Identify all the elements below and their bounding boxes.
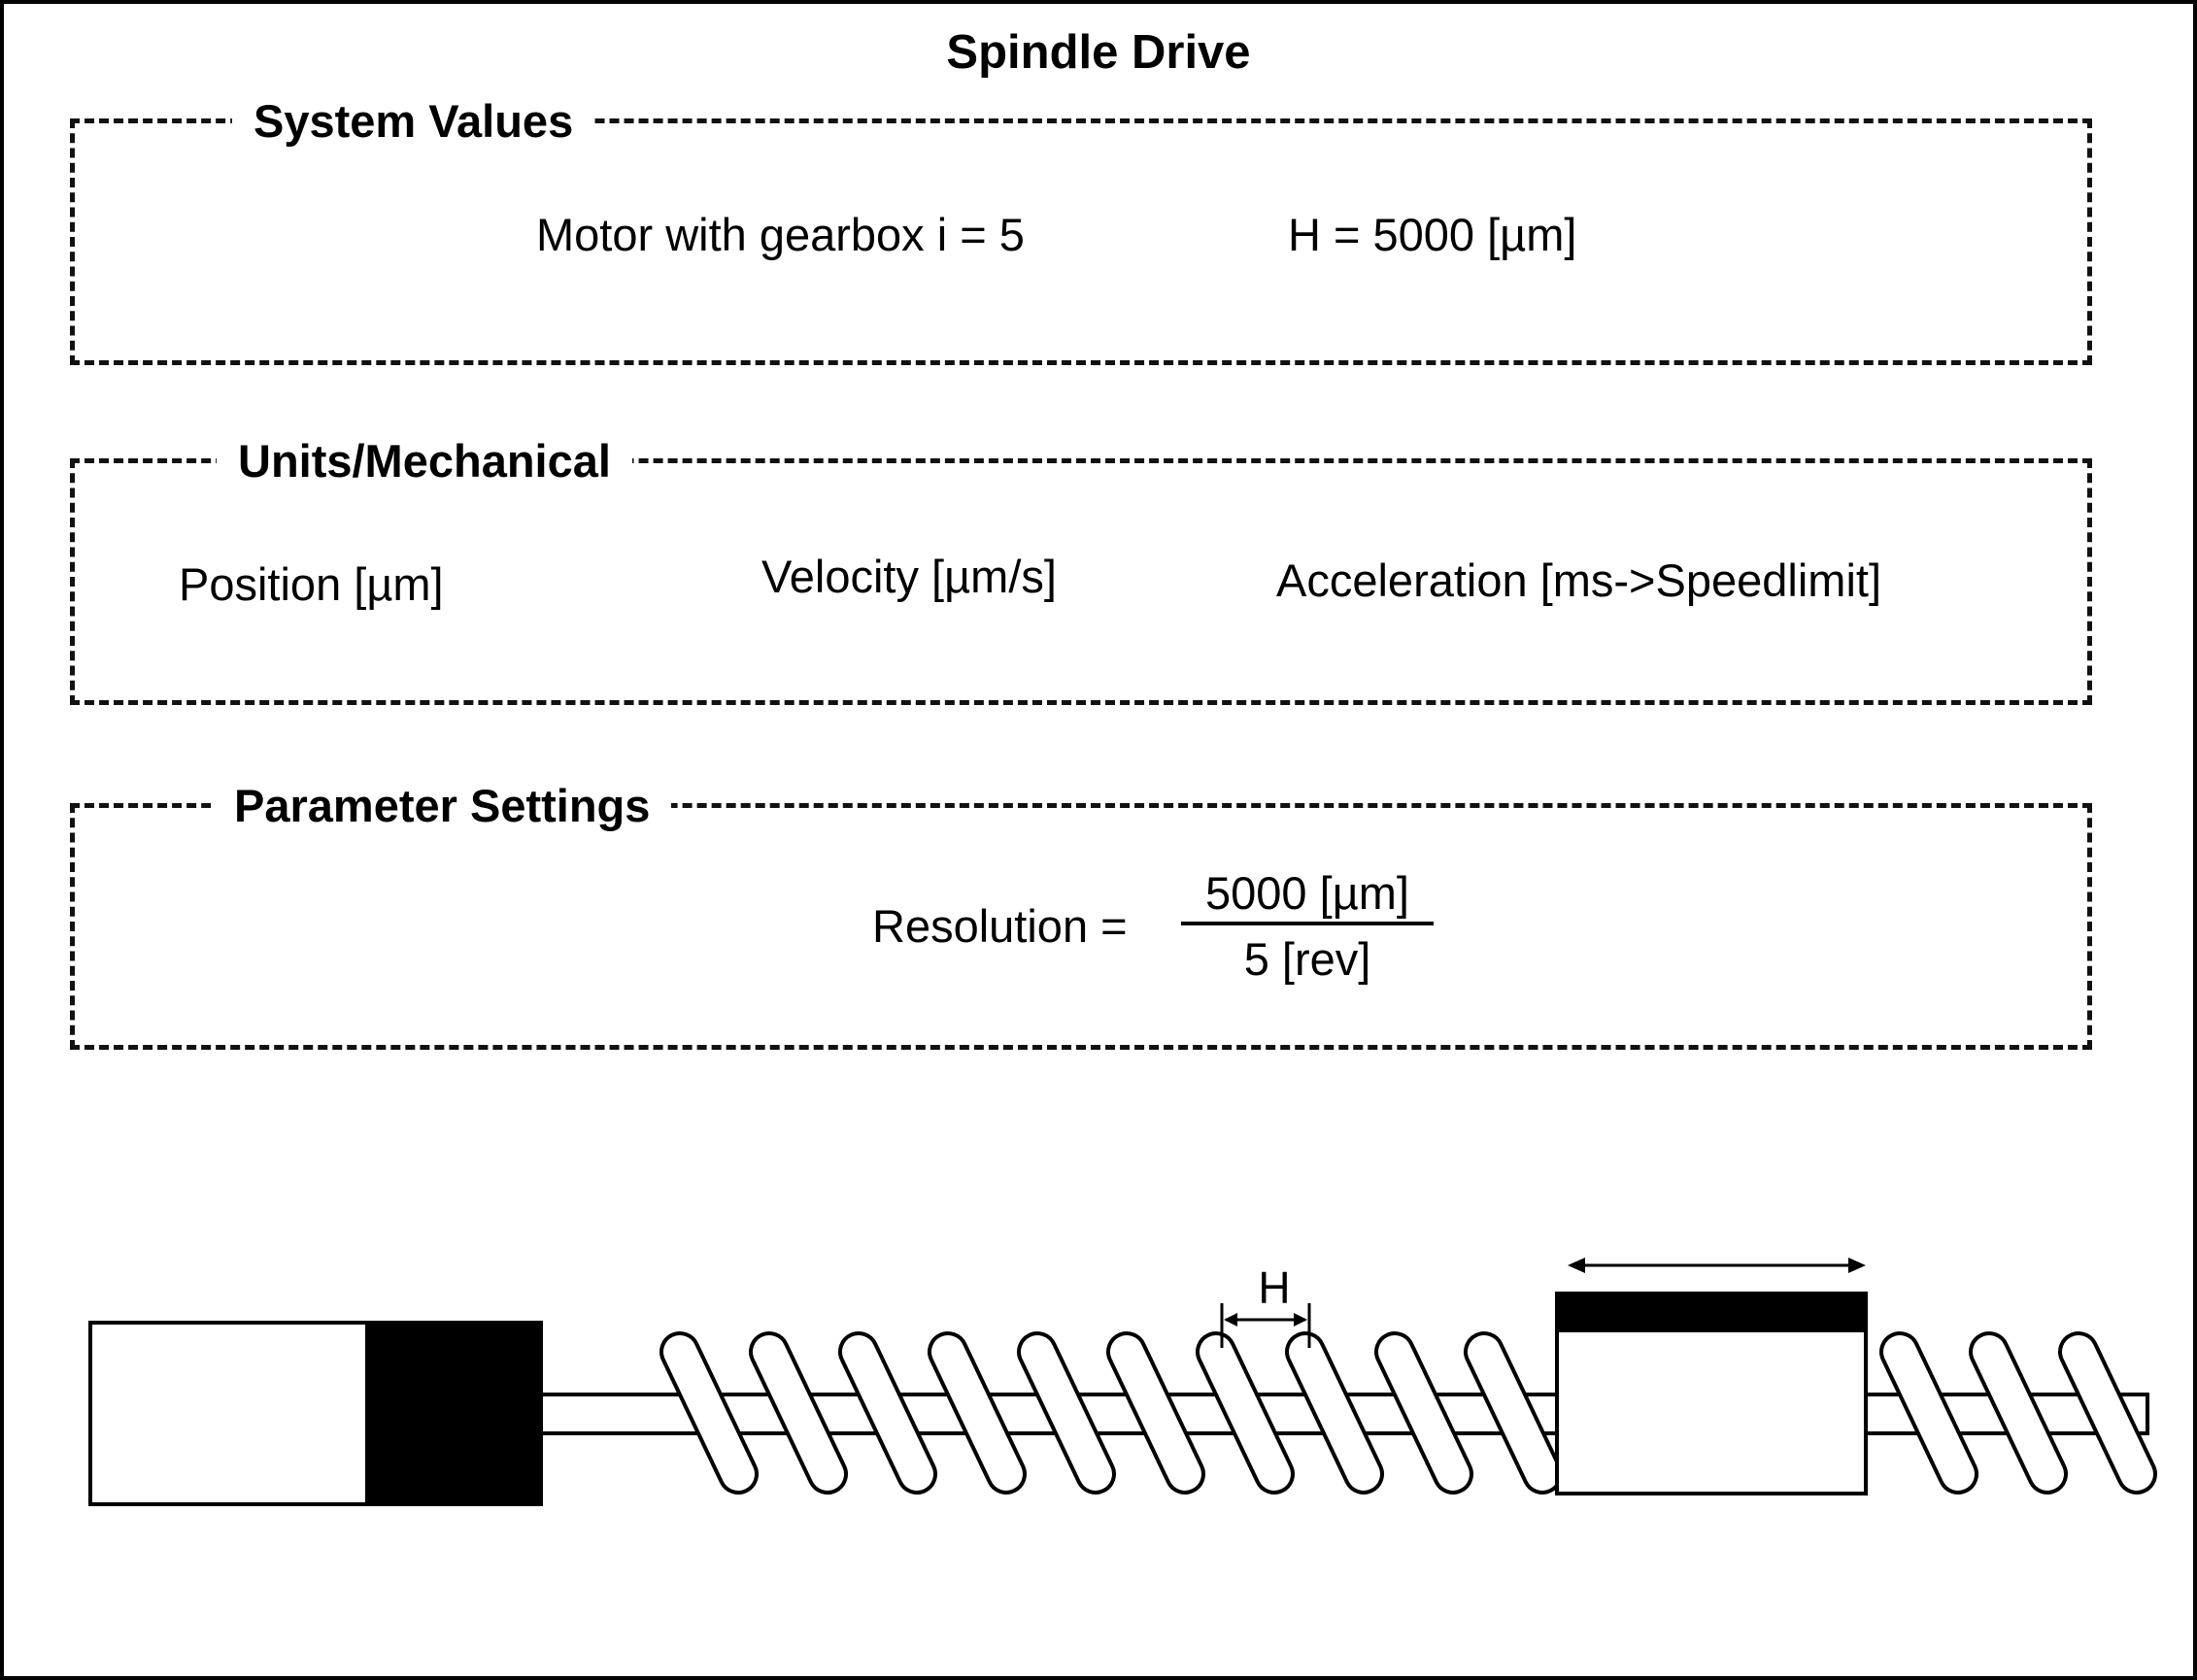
diagram-title: Spindle Drive	[946, 26, 1251, 79]
thread-coil	[2058, 1331, 2157, 1495]
pitch-value-text: H = 5000 [µm]	[1288, 209, 1577, 260]
units-mechanical-group: Units/Mechanical	[70, 434, 2092, 705]
pitch-arrowhead-left	[1224, 1313, 1237, 1327]
resolution-denominator: 5 [rev]	[1243, 933, 1371, 985]
motor-gearbox-text: Motor with gearbox i = 5	[536, 209, 1025, 260]
thread-coil	[928, 1331, 1027, 1495]
position-unit-text: Position [µm]	[179, 558, 444, 610]
thread-coil	[838, 1331, 937, 1495]
parameter-settings-group: Parameter Settings	[70, 779, 2092, 1050]
system-values-heading: System Values	[232, 94, 595, 149]
gearbox-block	[365, 1321, 543, 1506]
pitch-label: H	[1258, 1262, 1290, 1313]
movement-arrowhead-left	[1568, 1258, 1585, 1273]
system-values-group: System Values	[70, 94, 2092, 365]
fraction-bar	[1181, 922, 1434, 925]
motor-body	[88, 1321, 369, 1506]
thread-coil	[659, 1331, 759, 1495]
pitch-arrowhead-right	[1294, 1313, 1307, 1327]
spindle-thread-group	[659, 1331, 2157, 1495]
thread-coil	[1017, 1331, 1116, 1495]
thread-coil	[1374, 1331, 1473, 1495]
thread-coil	[1285, 1331, 1384, 1495]
thread-coil	[749, 1331, 848, 1495]
thread-coil	[1879, 1331, 1978, 1495]
thread-coil	[1196, 1331, 1295, 1495]
velocity-unit-text: Velocity [µm/s]	[761, 551, 1057, 602]
parameter-settings-heading: Parameter Settings	[213, 779, 672, 833]
resolution-label: Resolution =	[872, 900, 1128, 952]
thread-coil	[1969, 1331, 2068, 1495]
resolution-numerator: 5000 [µm]	[1205, 867, 1409, 919]
units-mechanical-heading: Units/Mechanical	[217, 434, 632, 488]
acceleration-unit-text: Acceleration [ms->Speedlimit]	[1276, 554, 1882, 606]
thread-coil	[1106, 1331, 1205, 1495]
movement-arrowhead-right	[1848, 1258, 1866, 1273]
spindle-nut-top	[1557, 1294, 1866, 1332]
